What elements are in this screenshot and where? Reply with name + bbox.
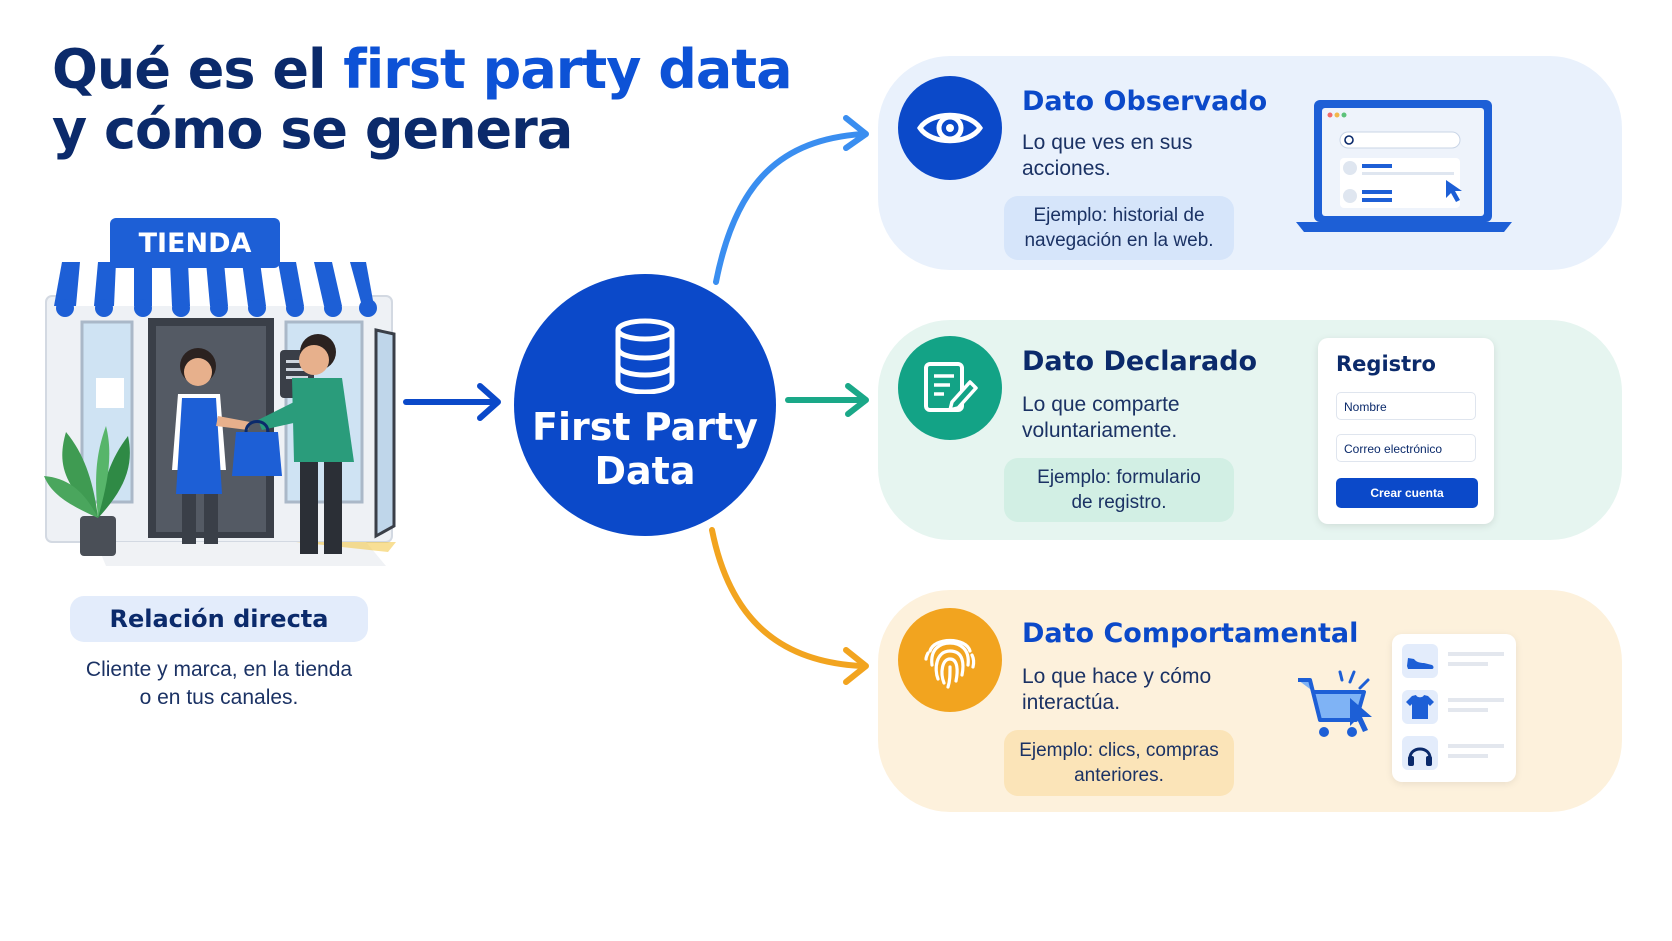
card-observed-example: Ejemplo: historial de navegación en la w… — [1004, 196, 1234, 260]
hub-label: First Party Data — [532, 405, 758, 493]
title-prefix: Qué es el — [52, 38, 344, 101]
first-party-data-hub: First Party Data — [514, 274, 776, 536]
shoe-icon — [1402, 644, 1438, 678]
product-list — [1392, 634, 1516, 782]
page-title: Qué es el first party data y cómo se gen… — [52, 38, 793, 161]
hub-label-line2: Data — [594, 448, 696, 493]
card-declared-title: Dato Declarado — [1022, 346, 1258, 377]
card-observed-desc-line1: Lo que ves en sus — [1022, 131, 1193, 154]
card-behavioral-title: Dato Comportamental — [1022, 618, 1359, 649]
title-highlight: first party data — [343, 38, 792, 101]
relation-desc-line2: o en tus canales. — [139, 686, 299, 709]
name-field[interactable]: Nombre — [1336, 392, 1476, 420]
card-behavioral-desc-line2: interactúa. — [1022, 691, 1121, 714]
card-behavioral-example-line2: anteriores. — [1074, 765, 1164, 786]
card-observed-title: Dato Observado — [1022, 86, 1268, 117]
card-behavioral-example: Ejemplo: clics, compras anteriores. — [1004, 730, 1234, 796]
card-declared-example-line1: Ejemplo: formulario — [1037, 467, 1201, 488]
relation-desc-line1: Cliente y marca, en la tienda — [85, 658, 353, 681]
card-observed-desc-line2: acciones. — [1022, 157, 1111, 180]
headphones-icon — [1402, 736, 1438, 770]
register-form: Registro Nombre Correo electrónico Crear… — [1318, 338, 1494, 524]
title-line2: y cómo se genera — [52, 98, 573, 161]
email-field[interactable]: Correo electrónico — [1336, 434, 1476, 462]
relation-pill: Relación directa — [70, 596, 368, 642]
arrow-hub-to-observed — [713, 115, 869, 285]
card-observed — [878, 56, 1622, 270]
hub-label-line1: First Party — [532, 404, 758, 449]
database-icon — [612, 318, 678, 399]
form-edit-icon — [898, 336, 1002, 440]
arrow-hub-to-declared — [785, 383, 869, 417]
create-account-button[interactable]: Crear cuenta — [1336, 478, 1478, 508]
store-sign-label: TIENDA — [138, 227, 252, 259]
card-observed-example-line1: Ejemplo: historial de — [1033, 205, 1205, 226]
fingerprint-icon — [898, 608, 1002, 712]
card-declared — [878, 320, 1622, 540]
store-sign: TIENDA — [110, 218, 280, 268]
card-declared-desc-line2: voluntariamente. — [1022, 419, 1178, 442]
card-observed-example-line2: navegación en la web. — [1024, 230, 1214, 251]
shopping-cart-icon — [1294, 668, 1380, 753]
tshirt-icon — [1402, 690, 1438, 724]
arrow-hub-to-behavioral — [709, 527, 869, 685]
card-behavioral-example-line1: Ejemplo: clics, compras — [1019, 740, 1219, 761]
relation-description: Cliente y marca, en la tienda o en tus c… — [56, 656, 382, 712]
store-illustration — [36, 226, 426, 616]
eye-icon — [898, 76, 1002, 180]
card-observed-desc: Lo que ves en sus acciones. — [1022, 130, 1192, 182]
arrow-store-to-hub — [403, 383, 501, 421]
relation-pill-label: Relación directa — [109, 605, 329, 633]
laptop-browser-illustration — [1296, 98, 1512, 241]
card-declared-desc-line1: Lo que comparte — [1022, 393, 1180, 416]
card-declared-desc: Lo que comparte voluntariamente. — [1022, 392, 1180, 444]
register-form-title: Registro — [1336, 352, 1436, 376]
store-svg — [44, 262, 396, 566]
card-declared-example-line2: de registro. — [1071, 492, 1167, 513]
card-behavioral-desc: Lo que hace y cómo interactúa. — [1022, 664, 1211, 716]
card-declared-example: Ejemplo: formulario de registro. — [1004, 458, 1234, 522]
card-behavioral-desc-line1: Lo que hace y cómo — [1022, 665, 1212, 688]
